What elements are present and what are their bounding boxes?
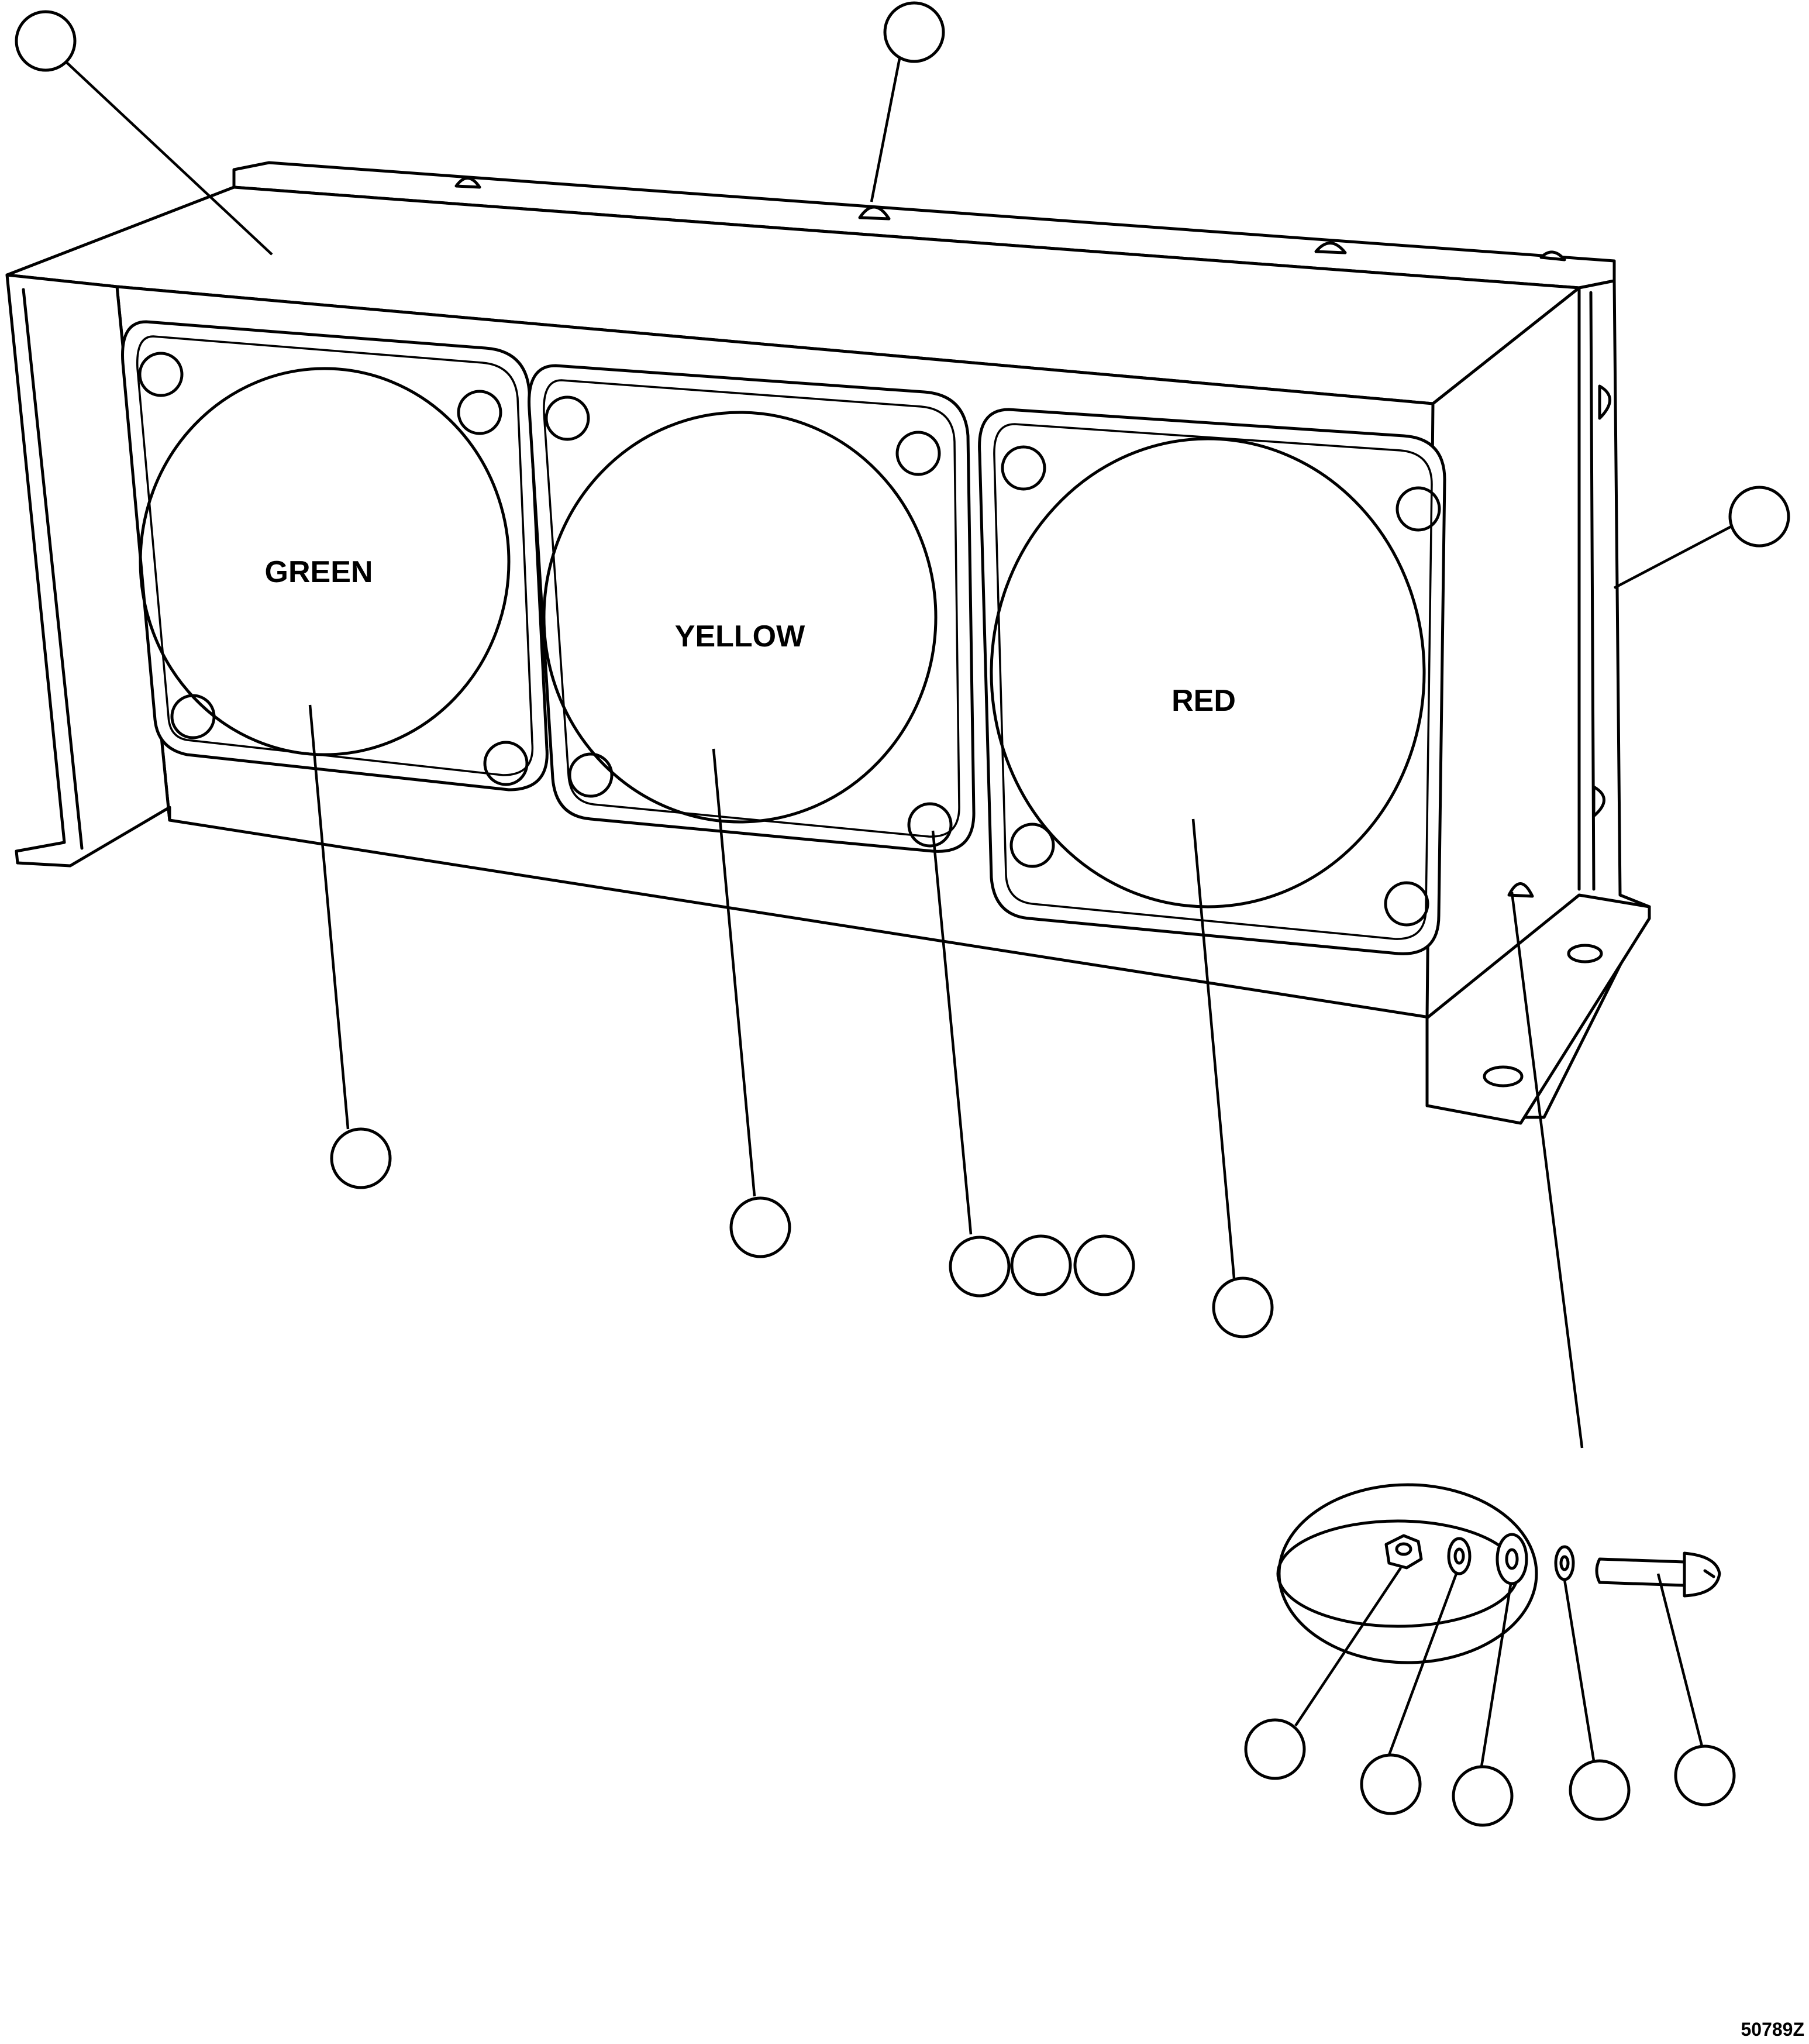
detail-ellipse-outline [1277, 1483, 1538, 1664]
lamp-lens [542, 411, 938, 824]
callout-bubble [1212, 1276, 1274, 1338]
lamp-module-red: RED [978, 408, 1446, 955]
lamp-lens [139, 367, 511, 756]
callout-bubble [1728, 486, 1790, 548]
leader-line [1510, 892, 1584, 1448]
hardware-detail [1276, 1483, 1721, 1664]
leader-line [1294, 1567, 1402, 1727]
callout-bubble [883, 1, 945, 63]
leader-line [1613, 525, 1732, 589]
bezel-screw [457, 390, 502, 435]
leader-line [1480, 1584, 1512, 1767]
callout-bubble [1244, 1718, 1306, 1780]
leader-line [712, 748, 756, 1197]
callout-bubble [729, 1196, 791, 1258]
lamp-bezel-inner [993, 423, 1433, 940]
lamp-label-yellow: YELLOW [675, 620, 805, 653]
callout-bubble [1073, 1234, 1135, 1296]
rivet [858, 205, 891, 221]
callout-bubble [1569, 1759, 1631, 1821]
rivet [454, 177, 481, 189]
leader-line [64, 60, 273, 256]
lamp-bezel [528, 364, 976, 853]
lock-washer-hole [1453, 1547, 1465, 1565]
callouts [15, 1, 1790, 1827]
leader-line [1563, 1579, 1596, 1761]
screw-slot [1703, 1569, 1715, 1578]
leader-lines [64, 52, 1732, 1767]
bezel-screw [1395, 486, 1441, 532]
lamp-bezel [978, 408, 1446, 955]
rivet [1592, 785, 1605, 818]
lamp-lens [990, 437, 1426, 909]
bezel-screw [895, 431, 941, 476]
bezel-screw [568, 752, 614, 798]
lamp-label-red: RED [1171, 684, 1236, 718]
callout-bubble [1452, 1765, 1514, 1827]
rivet [1598, 384, 1611, 420]
callout-bubble [330, 1127, 392, 1189]
small-washer-hole [1559, 1555, 1570, 1571]
callout-bubble [1010, 1234, 1072, 1296]
hex-nut-hole [1395, 1542, 1412, 1556]
leader-line [870, 52, 902, 202]
flat-washer [1496, 1533, 1528, 1585]
bezel-screw [1009, 823, 1055, 868]
lamp-bezel-inner [543, 379, 960, 838]
rivet [1507, 882, 1534, 898]
screw-shank [1595, 1557, 1686, 1587]
callout-bubble [1360, 1753, 1422, 1815]
callout-bubble [1674, 1744, 1736, 1806]
callout-bubble [949, 1236, 1011, 1298]
small-washer [1554, 1545, 1575, 1581]
right-foot [1425, 893, 1651, 1125]
bezel-screw [483, 741, 529, 786]
rivet [1539, 250, 1566, 261]
figure-id: 50789Z [1741, 2019, 1804, 2040]
foot-hole [1567, 944, 1603, 963]
callout-bubble [15, 10, 77, 72]
flat-washer-hole [1505, 1548, 1519, 1570]
left-bracket-edge [22, 288, 84, 850]
hex-nut [1384, 1534, 1423, 1570]
leader-line [1387, 1573, 1458, 1756]
lamp-bezel [121, 320, 549, 792]
lamp-label-green: GREEN [265, 555, 373, 589]
leader-line [308, 704, 350, 1130]
bezel-screw [1384, 881, 1429, 927]
leader-line [1191, 818, 1236, 1279]
lamp-module-yellow: YELLOW [528, 364, 976, 853]
bezel-screw [138, 352, 184, 397]
lamp-module-green: GREEN [121, 320, 549, 792]
rivet [1314, 242, 1347, 254]
lock-washer [1447, 1537, 1472, 1575]
foot-hole [1483, 1065, 1524, 1088]
leader-line [931, 830, 973, 1235]
leader-line [1656, 1573, 1704, 1747]
lamp-bezel-inner [136, 335, 534, 776]
bezel-screw [1001, 445, 1046, 491]
bezel-screw [545, 395, 590, 441]
screw-head [1683, 1551, 1721, 1598]
bezel-screw [907, 802, 953, 848]
bezel-screw [170, 694, 216, 739]
